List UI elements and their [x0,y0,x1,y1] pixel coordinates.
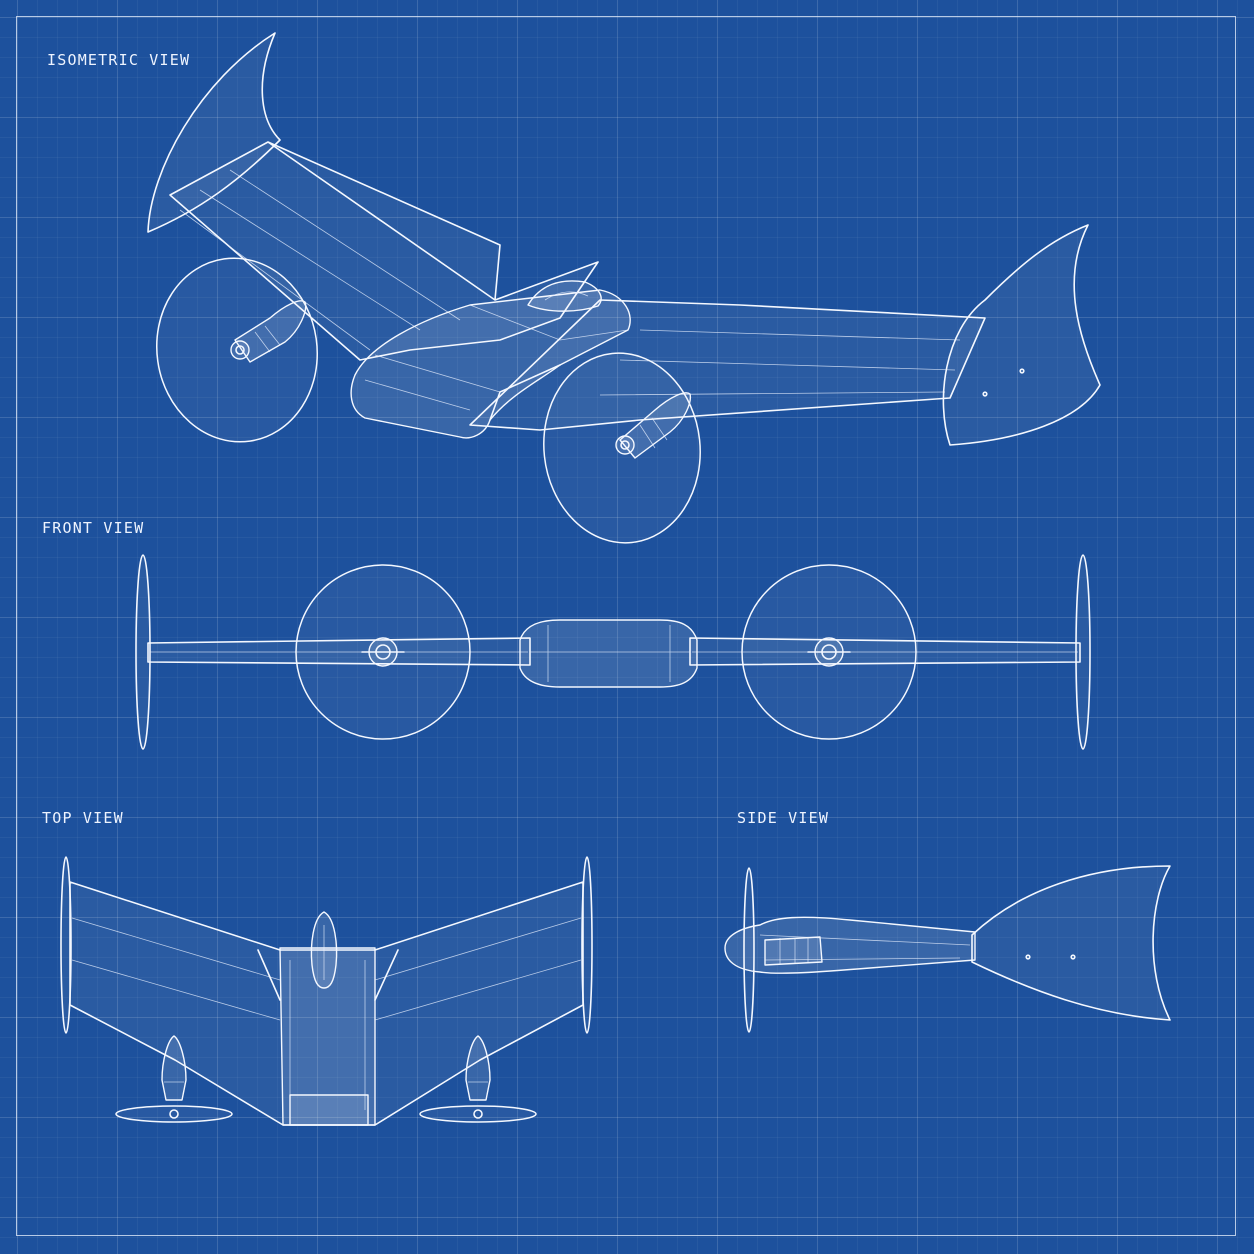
isometric-view-drawing [147,32,1101,544]
top-view-label: TOP VIEW [42,809,124,827]
side-view-label: SIDE VIEW [737,809,830,827]
side-view-drawing [724,865,1171,1033]
front-view-drawing [135,554,1091,750]
front-view-label: FRONT VIEW [42,519,145,537]
top-view-drawing [60,856,593,1126]
drawing-border [16,16,1236,1236]
isometric-view-label: ISOMETRIC VIEW [47,51,191,69]
